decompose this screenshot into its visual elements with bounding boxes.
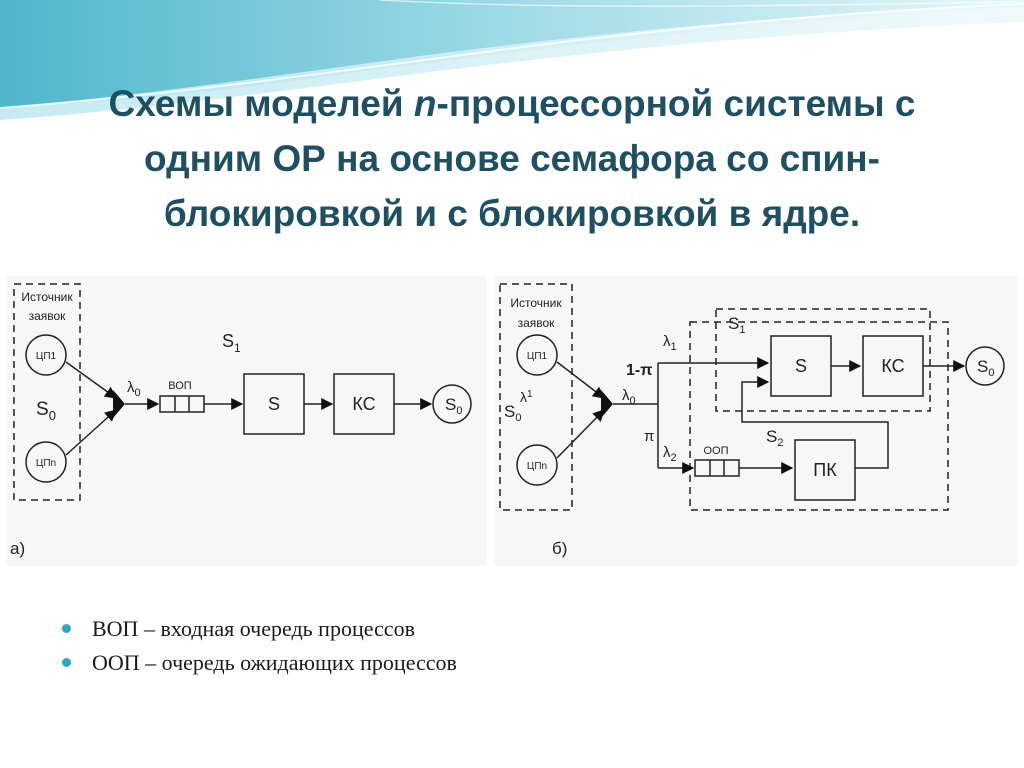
title-part1: Схемы моделей [108, 83, 414, 124]
title-part2: -процессорной системы с [436, 83, 916, 124]
a-cpu1-label: ЦП1 [36, 351, 57, 362]
b-source-label-1: Источник [510, 296, 562, 310]
b-source-label-2: заявок [518, 316, 556, 330]
header-wave-decoration [0, 0, 1024, 120]
a-lambda0-label: λ0 [127, 379, 141, 399]
b-merge-point [601, 390, 613, 418]
b-one-minus-pi-label: 1-π [626, 362, 652, 379]
b-arrow-cpun-merge [556, 409, 605, 459]
legend-item-text: ВОП – входная очередь процессов [92, 616, 415, 641]
a-sink-node [432, 384, 472, 424]
legend-item-text: ООП – очередь ожидающих процессов [92, 650, 457, 675]
title-line3: блокировкой и с блокировкой в ядре. [163, 193, 861, 234]
b-lambda1-label: λ1 [663, 333, 677, 353]
diagram-b: Источник заявок ЦП1 S0 λ1 ЦПn λ0 1-π π λ… [499, 283, 1005, 558]
b-sink-label: S0 [977, 357, 994, 379]
a-s-box-label: S [268, 394, 280, 414]
b-s2-label: S2 [766, 427, 783, 449]
b-s1-region [715, 308, 931, 412]
b-pk-box-label: ПК [813, 460, 837, 480]
a-sink-label: S0 [445, 395, 462, 417]
model-diagrams: Источник заявок ЦП1 S0 ЦПn λ0 ВОП S1 S К… [6, 276, 1018, 566]
diagram-a: Источник заявок ЦП1 S0 ЦПn λ0 ВОП S1 S К… [10, 283, 472, 558]
b-cpun-node [516, 444, 558, 486]
b-cpun-label: ЦПn [527, 461, 547, 472]
a-caption: а) [10, 539, 25, 558]
b-feedback-arrow [741, 376, 889, 469]
legend-item: ООП – очередь ожидающих процессов [62, 646, 457, 680]
legend-item: ВОП – входная очередь процессов [62, 612, 457, 646]
b-lambda-src-label: λ1 [520, 389, 533, 405]
b-sink-node [965, 346, 1005, 386]
a-queue-label: ВОП [168, 380, 192, 392]
a-s1-label: S1 [222, 331, 241, 355]
b-kc-box-label: КС [881, 356, 904, 376]
a-cpun-node [25, 441, 67, 483]
b-lambda2-label: λ2 [663, 444, 677, 464]
b-cpu1-node [516, 334, 558, 376]
b-arrow-cpu1-merge [556, 361, 605, 399]
b-s-box-label: S [795, 356, 807, 376]
b-s0-label: S0 [504, 402, 521, 424]
b-caption: б) [552, 539, 567, 558]
b-s2-region [689, 321, 949, 511]
a-cpun-label: ЦПn [36, 458, 56, 469]
b-cpu1-label: ЦП1 [527, 351, 548, 362]
bullet-dot-icon [62, 658, 71, 667]
a-kc-box-label: КС [352, 394, 375, 414]
a-arrow-cpun-merge [65, 409, 117, 456]
title-line2: одним ОР на основе семафора со спин- [144, 138, 880, 179]
a-merge-point [113, 390, 125, 418]
b-pi-label: π [644, 428, 654, 445]
a-source-frame [13, 283, 81, 501]
b-pk-box [794, 439, 856, 501]
panel-a-background [6, 276, 486, 566]
a-s0-label: S0 [36, 399, 56, 423]
a-arrow-cpu1-merge [65, 361, 117, 399]
page-title: Схемы моделей n-процессорной системы с о… [60, 76, 964, 241]
title-italic-n: n [413, 83, 437, 124]
b-queue-label: ООП [703, 445, 728, 457]
a-cpu1-node [25, 334, 67, 376]
b-lambda0-label: λ0 [622, 387, 636, 407]
b-s1-label: S1 [728, 314, 745, 336]
a-source-label-1: Источник [21, 290, 73, 304]
bullet-dot-icon [62, 624, 71, 633]
legend-list: ВОП – входная очередь процессов ООП – оч… [62, 612, 457, 680]
b-source-frame [499, 283, 573, 511]
a-source-label-2: заявок [29, 309, 67, 323]
